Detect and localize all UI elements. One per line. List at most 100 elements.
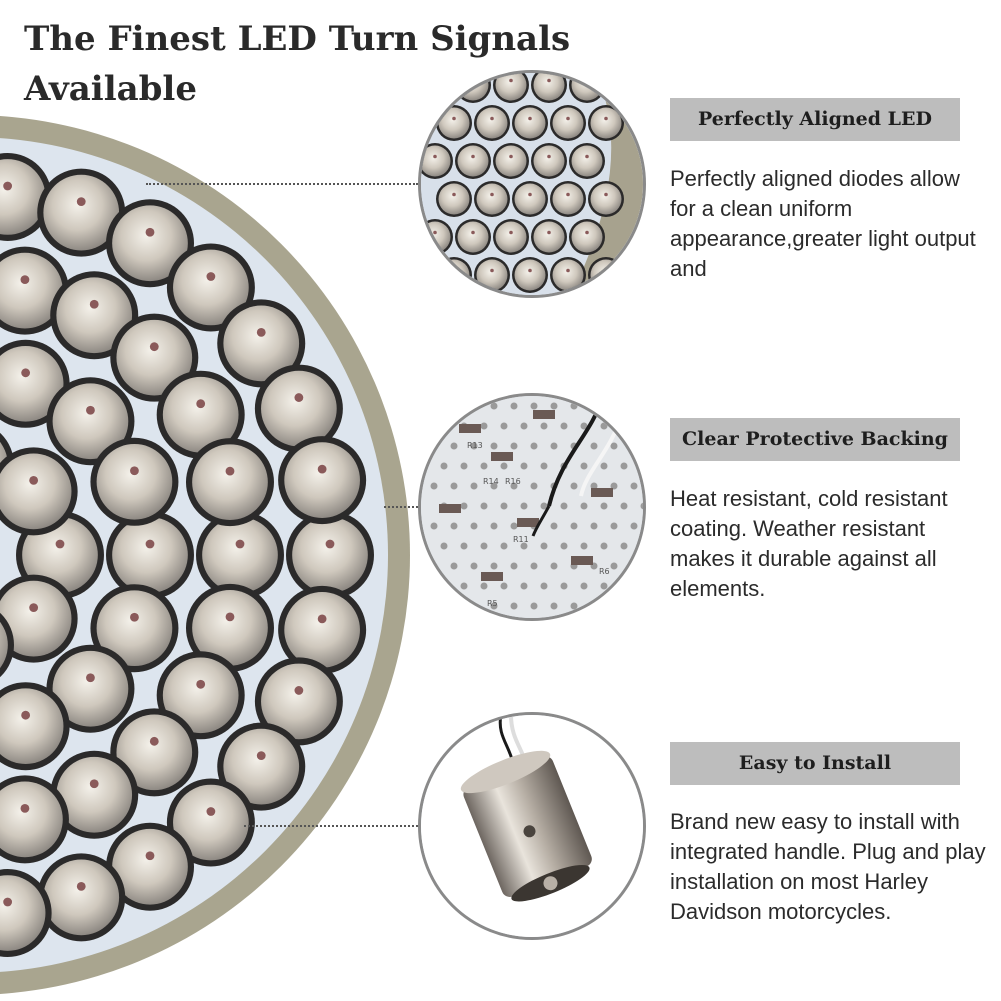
solder-dot (560, 502, 568, 510)
solder-dot (610, 562, 618, 570)
title-line-2: Available (24, 69, 197, 109)
solder-dot (480, 582, 488, 590)
solder-dot (590, 602, 598, 610)
solder-dot (490, 402, 498, 410)
solder-dot (430, 522, 438, 530)
solder-dot (480, 542, 488, 550)
led-diode (0, 447, 78, 536)
solder-dot (600, 422, 608, 430)
solder-dot (620, 422, 628, 430)
solder-dot (550, 442, 558, 450)
solder-dot (510, 522, 518, 530)
solder-dot (500, 422, 508, 430)
solder-dot (620, 542, 628, 550)
resistor-6 (571, 556, 593, 565)
solder-dot (460, 542, 468, 550)
led-board-photo (0, 116, 410, 994)
resistor-3 (533, 410, 555, 419)
pcb-label-2: R14 (483, 477, 499, 486)
solder-dot (500, 542, 508, 550)
solder-dot (510, 402, 518, 410)
solder-dot (620, 462, 628, 470)
solder-dot (600, 582, 608, 590)
solder-dot (580, 462, 588, 470)
protective-backing-closeup: R13 R14 R16 R11 R5 R6 (418, 393, 646, 621)
closeup-led (550, 257, 586, 293)
leader-line-1 (146, 183, 418, 185)
solder-dot (450, 442, 458, 450)
led-diode (90, 437, 179, 526)
leader-line-2 (384, 506, 418, 508)
solder-dot (640, 422, 643, 430)
solder-dot (540, 582, 548, 590)
solder-dot (530, 562, 538, 570)
solder-dot (470, 482, 478, 490)
solder-dot (550, 562, 558, 570)
solder-dot (590, 522, 598, 530)
solder-dot (580, 542, 588, 550)
led-diode (0, 775, 69, 864)
solder-dot (450, 522, 458, 530)
resistor-5 (517, 518, 539, 527)
pcb-label-5: R5 (487, 599, 498, 608)
solder-dot (460, 502, 468, 510)
led-diode (0, 574, 78, 663)
solder-dot (570, 482, 578, 490)
closeup-led (474, 105, 510, 141)
solder-dot (570, 522, 578, 530)
closeup-led (512, 257, 548, 293)
solder-dot (450, 482, 458, 490)
solder-dot (490, 602, 498, 610)
solder-dot (490, 442, 498, 450)
feature-label-protective-backing: Clear Protective Backing (670, 418, 960, 461)
led-diode (37, 853, 126, 942)
closeup-led (455, 219, 491, 255)
led-diode (217, 722, 306, 811)
solder-dot (600, 462, 608, 470)
solder-dot (520, 422, 528, 430)
solder-dot (620, 582, 628, 590)
pcb-label-6: R6 (599, 567, 610, 576)
led-diode (278, 585, 367, 674)
closeup-led (493, 143, 529, 179)
solder-dot (570, 602, 578, 610)
closeup-led (493, 73, 529, 103)
solder-dot (630, 522, 638, 530)
closeup-led (588, 181, 624, 217)
solder-dot (590, 402, 598, 410)
solder-dot (500, 462, 508, 470)
solder-dot (630, 402, 638, 410)
closeup-led (531, 143, 567, 179)
closeup-led (569, 219, 605, 255)
solder-dot (470, 562, 478, 570)
solder-dot (530, 442, 538, 450)
closeup-led (436, 105, 472, 141)
led-diode (0, 682, 70, 771)
led-diode (0, 152, 52, 241)
solder-dot (470, 442, 478, 450)
led-diodes (0, 152, 374, 958)
led-diode (254, 657, 343, 746)
solder-dot (550, 602, 558, 610)
solder-dot (470, 602, 478, 610)
solder-dot (640, 542, 643, 550)
solder-dot (580, 422, 588, 430)
closeup-led (512, 105, 548, 141)
solder-dot (630, 602, 638, 610)
solder-dot (560, 582, 568, 590)
solder-dot (630, 562, 638, 570)
solder-dot (520, 582, 528, 590)
led-diode (217, 299, 306, 388)
led-diode (196, 511, 284, 599)
led-diode (46, 644, 135, 733)
solder-dot (630, 482, 638, 490)
solder-dot (580, 582, 588, 590)
closeup-led (588, 257, 624, 293)
solder-dot (520, 462, 528, 470)
solder-dot (610, 602, 618, 610)
solder-dot (630, 442, 638, 450)
led-diode (46, 377, 135, 466)
page-title: The Finest LED Turn Signals Available (24, 14, 624, 114)
solder-dot (490, 482, 498, 490)
solder-dot (440, 462, 448, 470)
